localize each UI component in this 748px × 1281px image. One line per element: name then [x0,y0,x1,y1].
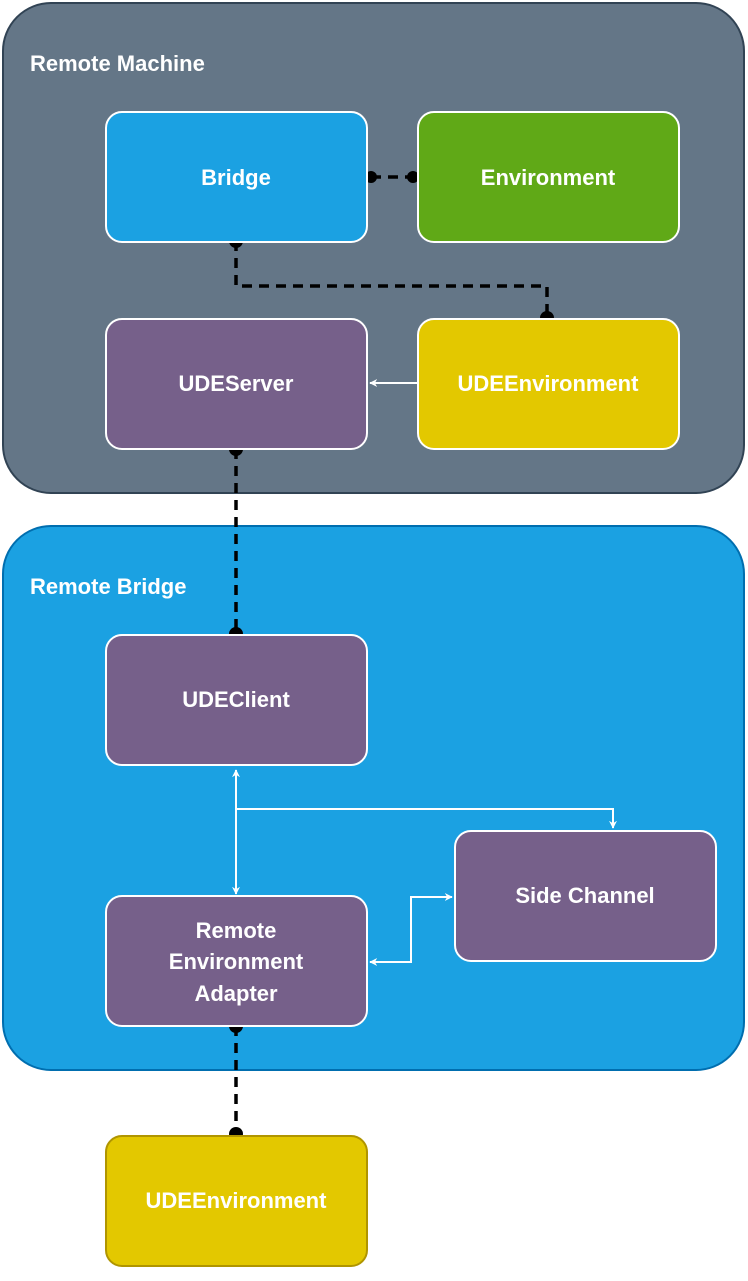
node-udeserver[interactable]: UDEServer [105,318,368,450]
remote-bridge-label: Remote Bridge [30,574,186,599]
node-udeclient[interactable]: UDEClient [105,634,368,766]
udeclient-box[interactable] [105,634,368,766]
bridge-label: Bridge [201,165,271,190]
side-channel-box[interactable] [454,830,717,962]
node-environment[interactable]: Environment [417,111,680,243]
side-channel-label: Side Channel [515,883,654,908]
udeclient-label: UDEClient [182,687,290,712]
node-bridge[interactable]: Bridge [105,111,368,243]
udeenvironment-top-label: UDEEnvironment [458,371,640,396]
node-remote-environment-adapter[interactable]: Remote Environment Adapter [105,895,368,1027]
remote-environment-adapter-box[interactable] [105,895,368,1027]
udeserver-label: UDEServer [179,371,294,396]
environment-box[interactable] [417,111,680,243]
udeenvironment-top-box[interactable] [417,318,680,450]
bridge-environment-link-end-right [407,171,419,183]
sidechannel-adapter-arrow [369,893,453,966]
remote-environment-adapter-label-line-1: Remote [196,918,277,943]
remote-environment-adapter-label-line-2: Environment [169,949,304,974]
node-side-channel[interactable]: Side Channel [454,830,717,962]
node-udeenvironment-bottom[interactable]: UDEEnvironment [105,1135,368,1267]
udeserver-box[interactable] [105,318,368,450]
bridge-udeenvironment-link [234,241,549,318]
node-udeenvironment-top[interactable]: UDEEnvironment [417,318,680,450]
bridge-box[interactable] [105,111,368,243]
environment-label: Environment [481,165,616,190]
udeenvironment-bottom-box[interactable] [105,1135,368,1267]
remote-machine-label: Remote Machine [30,51,205,76]
remote-environment-adapter-label-line-3: Adapter [194,981,278,1006]
udeenvironment-bottom-label: UDEEnvironment [146,1188,328,1213]
udeclient-sidechannel-arrow [236,808,617,829]
